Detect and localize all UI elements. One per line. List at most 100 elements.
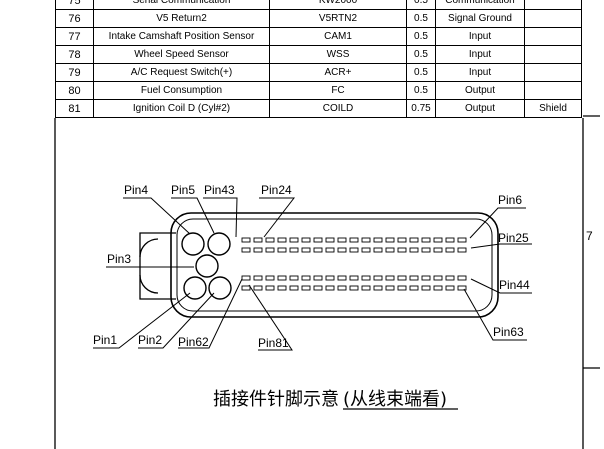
pin-labels: Pin4 Pin5 Pin43 Pin24 Pin6 Pin25 Pin3 Pi… [93,183,530,350]
small-pin-slot [289,285,299,291]
cavity-pin5 [207,232,231,256]
small-pin-slot [409,237,419,243]
label-pin4: Pin4 [124,183,148,197]
small-pin-slot [289,247,299,253]
leader-lines [93,197,532,351]
small-pin-slot [337,285,347,291]
small-pin-slot [277,285,287,291]
small-pin-slot [289,275,299,281]
small-pin-slot [421,247,431,253]
small-pin-slot [337,275,347,281]
small-pin-slot [241,275,251,281]
caption-main: 插接件针脚示意 [213,389,339,410]
small-pin-slot [445,275,455,281]
small-pin-slot [445,247,455,253]
small-pin-slot [457,237,467,243]
small-pin-slot [385,275,395,281]
caption-view: (从线束端看) [343,389,447,410]
small-pin-slot [301,285,311,291]
small-pin-slot [241,237,251,243]
small-pin-slot [277,247,287,253]
small-pin-slot [397,247,407,253]
small-pin-slot [349,237,359,243]
small-pin-slot [325,237,335,243]
small-pin-slot [289,237,299,243]
large-cavities [181,232,232,300]
small-pin-slot [397,275,407,281]
small-pin-slot [265,285,275,291]
cell-no: 80 [55,81,94,100]
label-pin1: Pin1 [93,333,117,347]
small-pin-slot [337,237,347,243]
small-pin-slot [433,285,443,291]
small-pin-slot [301,275,311,281]
small-pin-slot [457,275,467,281]
connector-body [170,212,499,318]
label-pin5: Pin5 [171,183,195,197]
small-pin-slot [313,237,323,243]
label-pin43: Pin43 [204,183,235,197]
small-pin-slot [253,237,263,243]
diagram-caption: 插接件针脚示意 (从线束端看) [213,389,458,410]
small-pin-slot [361,247,371,253]
label-pin63: Pin63 [493,325,524,339]
small-pin-slot [421,285,431,291]
small-pin-slot [457,285,467,291]
connector-latch [139,232,176,300]
small-pin-slot [397,285,407,291]
small-pin-slot [385,285,395,291]
cell-note: Shield [524,99,582,118]
small-pin-slot [373,275,383,281]
label-pin25: Pin25 [498,231,529,245]
small-pin-slot [265,275,275,281]
small-pin-slot [265,237,275,243]
small-pin-slot [301,247,311,253]
small-pin-slot [241,285,251,291]
small-pin-slot [421,275,431,281]
small-pin-slot [361,237,371,243]
small-pin-slot [349,247,359,253]
small-pin-slot [253,275,263,281]
small-pin-slot [433,247,443,253]
small-pin-slot [409,285,419,291]
small-pin-slot [385,247,395,253]
small-pin-slot [373,237,383,243]
small-pin-slot [337,247,347,253]
small-pin-slot [325,247,335,253]
small-pin-slot [409,275,419,281]
cavity-pin3 [195,254,219,278]
small-pin-slot [253,285,263,291]
small-pin-slot [445,237,455,243]
label-pin3: Pin3 [107,252,131,266]
label-pin24: Pin24 [261,183,292,197]
small-pin-slot [313,247,323,253]
small-pin-slot [433,237,443,243]
small-pin-slot [325,285,335,291]
small-pin-slot [277,275,287,281]
small-pin-slot [301,237,311,243]
cavity-pin4 [181,232,205,256]
small-pin-slot [325,275,335,281]
small-pin-slot [445,285,455,291]
small-pin-slot [421,237,431,243]
small-pin-slot [265,247,275,253]
cavity-pin2 [208,276,232,300]
frame-lines [54,115,600,449]
small-pin-slot [313,275,323,281]
small-pin-slot [313,285,323,291]
small-pin-slot [457,247,467,253]
small-pin-slot [361,275,371,281]
small-pin-slot [409,247,419,253]
label-pin81: Pin81 [258,336,289,350]
small-pin-slot [385,237,395,243]
small-pin-slot [433,275,443,281]
